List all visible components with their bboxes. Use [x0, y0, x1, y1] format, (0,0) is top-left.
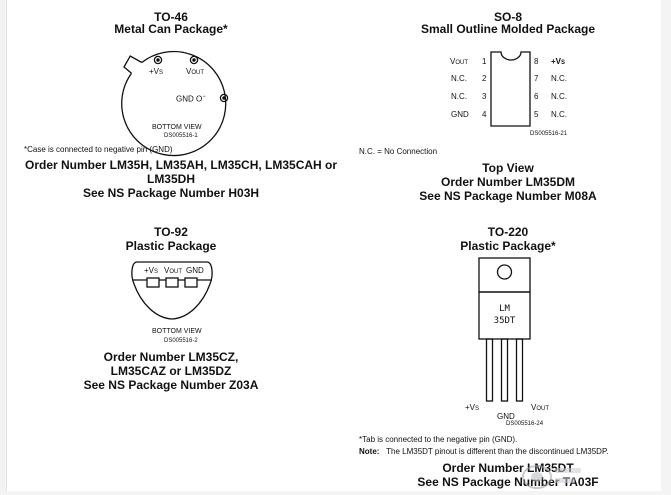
to92-view-label: BOTTOM VIEW: [152, 328, 202, 335]
to92-order-line1: Order Number LM35CZ,: [103, 350, 239, 364]
so8-pin4-label: GND: [451, 110, 469, 119]
so8-top-view: Top View: [482, 161, 534, 175]
page-left-border: [0, 0, 7, 495]
so8-pin5-label: N.C.: [551, 110, 567, 119]
to220-note-text: The LM35DT pinout is different than the …: [386, 447, 609, 456]
to46-pin-vout-dot: [192, 58, 196, 62]
so8-pin7-number: 7: [534, 74, 539, 83]
so8-pin6-label: N.C.: [551, 92, 567, 101]
to46-title: TO-46: [154, 10, 188, 24]
page-right-border: [661, 0, 671, 495]
to46-pin-vs-label: +VS: [149, 67, 164, 76]
so8-body-outline: [490, 51, 531, 127]
to220-tab: [478, 257, 531, 293]
so8-pin6-number: 6: [534, 92, 539, 101]
so8-pin5-number: 5: [534, 110, 539, 119]
to220-ds-code: DS005516-24: [506, 421, 544, 427]
so8-ds-code: DS005516-21: [530, 131, 568, 137]
to220-mounting-hole: [496, 264, 513, 280]
to92-pin-vs-label: +VS: [144, 266, 159, 275]
so8-pin7-label: N.C.: [551, 74, 567, 83]
to220-note-label: Note:: [359, 447, 380, 456]
to46-view-label: BOTTOM VIEW: [152, 124, 202, 131]
to46-ns-package: See NS Package Number H03H: [82, 186, 260, 200]
to220-lead-right: [515, 338, 524, 402]
to92-order-line2: LM35CAZ or LM35DZ: [110, 364, 232, 378]
so8-pin2-label: N.C.: [451, 74, 467, 83]
so8-pin2-number: 2: [482, 74, 487, 83]
so8-drawing: [490, 51, 531, 127]
so8-pin1-label: VOUT: [450, 57, 469, 66]
watermark-logo: [522, 465, 581, 489]
so8-nc-note: N.C. = No Connection: [359, 147, 438, 156]
to220-body-line2: 35DT: [493, 316, 516, 326]
so8-order-number: Order Number LM35DM: [440, 175, 576, 189]
to220-pin-vout-label: VOUT: [531, 403, 550, 412]
to220-lead-left: [485, 338, 494, 402]
to220-drawing: [478, 257, 531, 402]
to92-ns-package: See NS Package Number Z03A: [83, 378, 259, 392]
page-bottom-border: [0, 491, 671, 495]
to46-pin-vout-ring: [189, 55, 199, 65]
so8-pin3-label: N.C.: [451, 92, 467, 101]
to220-lead-middle: [500, 338, 509, 402]
to220-title: TO-220: [487, 225, 529, 239]
to220-ns-package: See NS Package Number TA03F: [417, 475, 599, 489]
to46-ds-code: DS005516-1: [164, 133, 198, 139]
to46-subtitle: Metal Can Package*: [114, 22, 228, 36]
to92-pin-gnd-label: GND: [186, 266, 204, 275]
to92-ds-code: DS005516-2: [164, 338, 198, 344]
to220-tab-note: *Tab is connected to the negative pin (G…: [359, 435, 518, 444]
to220-order-number: Order Number LM35DT: [442, 461, 574, 475]
to46-pin-gnd-ring: [219, 93, 229, 103]
so8-pin8-number: 8: [534, 57, 539, 66]
so8-title: SO-8: [493, 10, 522, 24]
so8-pin8-label: +VS: [551, 57, 566, 66]
so8-ns-package: See NS Package Number M08A: [419, 189, 597, 203]
to92-drawing: [131, 261, 213, 320]
so8-subtitle: Small Outline Molded Package: [420, 22, 596, 36]
to46-pin-gnd-label: GND O−: [176, 94, 206, 104]
so8-pin4-number: 4: [482, 110, 487, 119]
to46-order-line2: LM35DH: [146, 172, 195, 186]
to92-pin-vout-label: VOUT: [164, 266, 183, 275]
so8-pin1-number: 1: [482, 57, 487, 66]
to220-pinout-note: Note: The LM35DT pinout is different tha…: [359, 447, 609, 456]
to46-case-note: *Case is connected to negative pin (GND): [24, 145, 173, 154]
to92-subtitle: Plastic Package: [125, 239, 217, 253]
so8-pin3-number: 3: [482, 92, 487, 101]
to46-case-tab: [123, 55, 143, 74]
to46-order-line1: Order Number LM35H, LM35AH, LM35CH, LM35…: [25, 158, 338, 172]
to46-pin-gnd-dot: [222, 96, 226, 100]
to92-lead-vout: [165, 277, 179, 288]
to92-body-outline: [131, 261, 213, 320]
to46-pin-vs-ring: [153, 55, 163, 65]
to220-pin-vs-label: +VS: [465, 403, 480, 412]
to220-subtitle: Plastic Package*: [460, 239, 556, 253]
to46-pin-vs-dot: [156, 58, 160, 62]
to46-can-drawing: [121, 50, 229, 157]
to92-lead-vs: [146, 277, 160, 288]
to92-lead-gnd: [184, 277, 198, 288]
to46-can-outline: [121, 50, 227, 157]
to46-pin-vout-label: VOUT: [186, 67, 205, 76]
to220-body-line1: LM: [499, 304, 510, 314]
to220-pin-gnd-label: GND: [497, 412, 515, 421]
to92-title: TO-92: [154, 225, 188, 239]
